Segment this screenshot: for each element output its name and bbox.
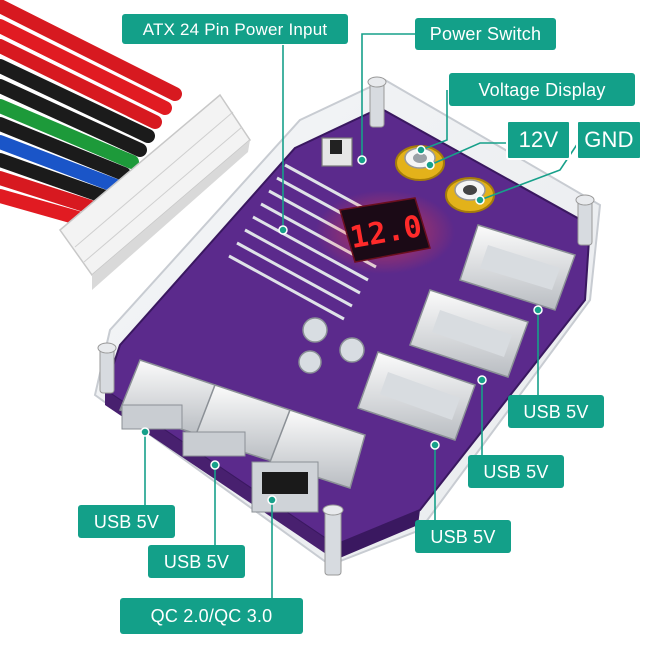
- qc-label: QC 2.0/QC 3.0: [120, 598, 303, 634]
- standoff-posts: [97, 76, 595, 576]
- gnd-label: GND: [576, 120, 642, 160]
- usb-5v-label-left-2: USB 5V: [148, 545, 245, 578]
- power-switch-label: Power Switch: [415, 18, 556, 50]
- terminal-gnd: [445, 177, 495, 213]
- usb-port-left-2: [182, 384, 291, 463]
- usb-port-right-3: [357, 351, 476, 441]
- usb-port-left-1: [119, 359, 216, 436]
- voltage-display: 12.0: [315, 190, 455, 274]
- callout-lines: [144, 33, 579, 598]
- atx-24-pin-label: ATX 24 Pin Power Input: [122, 14, 348, 44]
- usb-port-qc: [251, 409, 366, 513]
- usb-5v-label-left-1: USB 5V: [78, 505, 175, 538]
- capacitors: [298, 317, 365, 374]
- terminal-12v: [395, 145, 445, 181]
- usb-5v-label-right-1: USB 5V: [508, 395, 604, 428]
- voltage-display-label: Voltage Display: [449, 73, 635, 106]
- callout-dots: [140, 145, 543, 505]
- usb-port-right-1: [459, 224, 576, 311]
- usb-5v-label-right-2: USB 5V: [468, 455, 564, 488]
- atx-connector: [58, 93, 251, 290]
- 12v-label: 12V: [506, 120, 571, 160]
- usb-port-right-2: [409, 289, 529, 378]
- usb-5v-label-right-3: USB 5V: [415, 520, 511, 553]
- power-switch: [321, 137, 353, 167]
